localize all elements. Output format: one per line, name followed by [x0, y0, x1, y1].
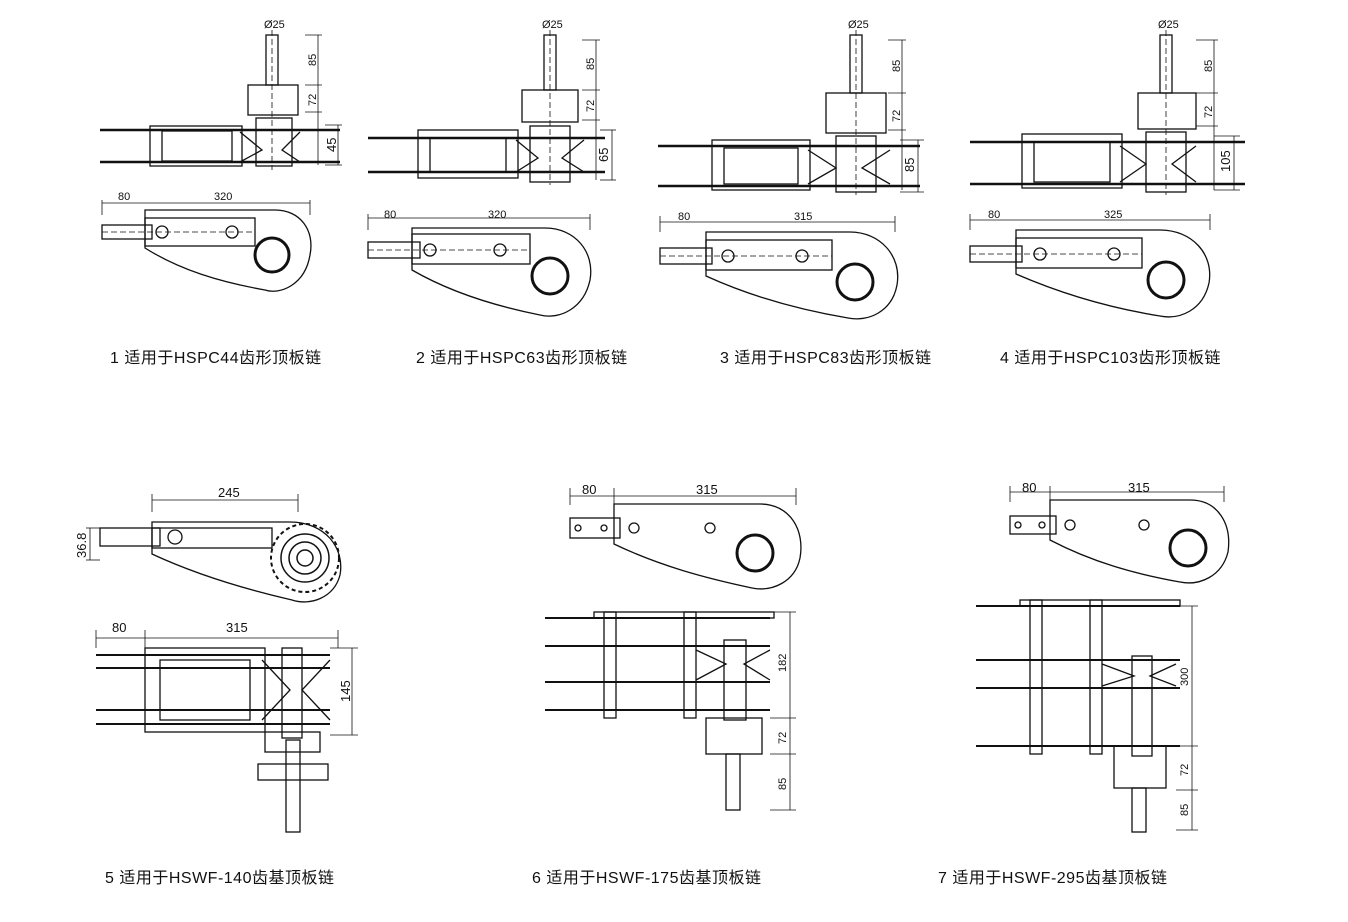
diagram-7: 80 315 300 72 85: [976, 480, 1230, 833]
caption-4: 4 适用于HSPC103齿形顶板链: [1000, 350, 1221, 367]
offset-7: 80: [1022, 480, 1036, 495]
arm-h-5: 36.8: [74, 533, 89, 558]
caption-5: 5 适用于HSWF-140齿基顶板链: [105, 870, 335, 887]
shaft-len-6: 85: [777, 778, 789, 790]
offset-5: 80: [112, 620, 126, 635]
hub-len-3: 72: [891, 110, 903, 122]
diagram-6: 80 315 182 72 85: [545, 482, 802, 811]
top-view-2: [367, 214, 592, 317]
side-view-1: [100, 30, 342, 170]
shaft-dia-2: Ø25: [542, 19, 563, 31]
offset-3: 80: [678, 211, 690, 223]
shaft-len-3: 85: [891, 60, 903, 72]
diagram-2: Ø25 85 72 65 80 320: [367, 19, 616, 317]
caption-7: 7 适用于HSWF-295齿基顶板链: [938, 870, 1168, 887]
diagram-1: Ø25 85 72 45 80 320: [100, 19, 342, 292]
diagram-5: 245 36.8 80 315 145: [74, 485, 358, 833]
height-3: 85: [902, 158, 917, 172]
height-6: 182: [777, 654, 789, 672]
height-7: 300: [1179, 668, 1191, 686]
length-5: 315: [226, 620, 248, 635]
shaft-dia-1: Ø25: [264, 19, 285, 31]
top-view-3: [659, 216, 899, 320]
offset-4: 80: [988, 209, 1000, 221]
side-view-5: [95, 630, 358, 833]
caption-2: 2 适用于HSPC63齿形顶板链: [416, 350, 628, 367]
side-view-3: [658, 30, 924, 195]
hub-len-7: 72: [1179, 764, 1191, 776]
height-1: 45: [324, 138, 339, 152]
top-view-4: [969, 214, 1211, 318]
top-view-7: [1009, 486, 1230, 584]
shaft-dia-4: Ø25: [1158, 19, 1179, 31]
hub-len-1: 72: [307, 94, 319, 106]
top-view-6: [569, 488, 802, 590]
side-view-7: [976, 599, 1198, 833]
length-2: 320: [488, 209, 506, 221]
arm-len-5: 245: [218, 485, 240, 500]
length-1: 320: [214, 191, 232, 203]
top-view-5: [86, 494, 342, 603]
side-view-2: [368, 30, 616, 185]
height-2: 65: [596, 148, 611, 162]
shaft-dia-3: Ø25: [848, 19, 869, 31]
caption-3: 3 适用于HSPC83齿形顶板链: [720, 350, 932, 367]
top-view-1: [101, 200, 312, 292]
shaft-len-2: 85: [585, 58, 597, 70]
side-view-4: [970, 30, 1245, 195]
shaft-len-7: 85: [1179, 804, 1191, 816]
length-7: 315: [1128, 480, 1150, 495]
offset-1: 80: [118, 191, 130, 203]
shaft-len-1: 85: [307, 54, 319, 66]
shaft-len-4: 85: [1203, 60, 1215, 72]
offset-6: 80: [582, 482, 596, 497]
caption-6: 6 适用于HSWF-175齿基顶板链: [532, 870, 762, 887]
diagram-3: Ø25 85 72 85 80 315: [658, 19, 924, 320]
side-view-6: [545, 611, 796, 811]
diagram-4: Ø25 85 72 105 80 325: [969, 19, 1245, 318]
length-4: 325: [1104, 209, 1122, 221]
offset-2: 80: [384, 209, 396, 221]
hub-len-4: 72: [1203, 106, 1215, 118]
height-4: 105: [1218, 150, 1233, 172]
hub-len-2: 72: [585, 100, 597, 112]
caption-1: 1 适用于HSPC44齿形顶板链: [110, 350, 322, 367]
hub-len-6: 72: [777, 732, 789, 744]
height-5: 145: [338, 680, 353, 702]
length-3: 315: [794, 211, 812, 223]
length-6: 315: [696, 482, 718, 497]
